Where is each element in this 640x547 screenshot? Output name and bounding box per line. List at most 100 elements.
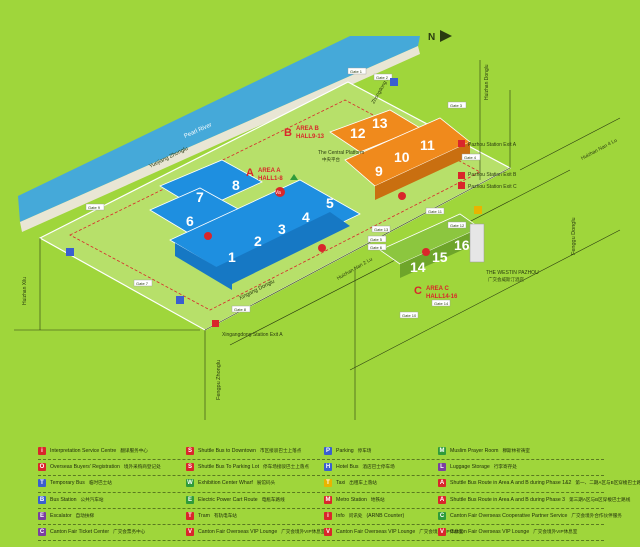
legend-label: Temporary Bus xyxy=(50,480,85,487)
legend-icon: B xyxy=(38,495,46,504)
gate-7: Gate 7 xyxy=(136,281,149,286)
legend-label: Shuttle Bus To Parking Lot xyxy=(198,464,260,471)
venue-map: Pearl River N Yuejiang Zhonglu Xingang D… xyxy=(14,30,621,420)
hall-numbers: 1 2 3 4 5 6 7 8 9 10 11 12 13 14 15 16 xyxy=(186,115,470,275)
station-pazhou-c: Pazhou Station Exit C xyxy=(468,184,517,190)
legend-label: Canton Fair Ticket Center xyxy=(50,529,110,535)
area-a-buildings xyxy=(149,159,361,290)
legend-label: Taxi xyxy=(336,480,346,487)
legend-separator xyxy=(38,491,604,493)
legend-label: Canton Fair Overseas VIP Lounge xyxy=(198,529,278,535)
hall-16: 16 xyxy=(454,237,470,253)
legend-label-cn: 广交会境外VIP休息室 xyxy=(281,529,326,534)
gate-10: Gate 10 xyxy=(402,313,417,318)
area-a-halls: HALL1-8 xyxy=(258,176,283,182)
gate-6: Gate 6 xyxy=(370,245,383,250)
hotel-label: THE WESTIN PAZHOU xyxy=(486,270,539,276)
pearl-river xyxy=(18,36,420,222)
hall-4: 4 xyxy=(302,209,310,225)
gate-11: Gate 11 xyxy=(428,209,443,214)
hall-1: 1 xyxy=(228,249,236,265)
legend-icon: A xyxy=(438,495,446,504)
legend-icon: E xyxy=(38,511,46,520)
road-huizhan-south: Huizhan Nan 4 Lu xyxy=(580,138,618,162)
hall-15: 15 xyxy=(432,249,448,265)
gates: Gate 1 Gate 2 Gate 3 Gate 4 Gate 5 Gate … xyxy=(85,67,481,319)
legend-label: Shuttle Bus to Downtown xyxy=(198,448,256,454)
compass-label: N xyxy=(428,32,435,43)
road-lines xyxy=(14,60,621,420)
legend-label: Electric Power Cart Route xyxy=(198,496,258,503)
road-ring-inner xyxy=(69,99,481,311)
legend-label-cn: 临时巴士站 xyxy=(88,480,112,486)
area-a-label: AREA A xyxy=(258,168,281,174)
bus-station-icon xyxy=(176,296,184,304)
legend-icon: O xyxy=(38,463,46,472)
legend-icon: L xyxy=(438,463,446,472)
legend-label: Muslim Prayer Room xyxy=(450,448,499,454)
legend-label-cn: 境外采购商登记处 xyxy=(123,464,161,470)
metro-icon xyxy=(212,320,219,327)
legend-label-cn: 公共汽车站 xyxy=(80,496,104,502)
legend-separator xyxy=(38,459,604,461)
legend-label: Canton Fair Overseas VIP Lounge xyxy=(336,529,416,535)
hall-14: 14 xyxy=(410,259,426,275)
area-a-letter: A xyxy=(246,167,254,179)
legend-label: Canton Fair Overseas VIP Lounge xyxy=(450,529,530,535)
legend-icon: V xyxy=(438,528,446,536)
legend-label-cn: 自动扶梯 xyxy=(75,512,95,518)
legend-icon: A xyxy=(438,479,446,488)
gate-5: Gate 5 xyxy=(370,237,383,242)
area-c-halls: HALL14-16 xyxy=(426,294,458,300)
legend-label-cn: 穆斯林祈祷室 xyxy=(502,448,531,453)
compass-arrow-icon xyxy=(440,30,452,42)
gate-3: Gate 3 xyxy=(450,103,463,108)
metro-icon xyxy=(458,140,465,147)
area-b-letter: B xyxy=(284,127,292,139)
prayer-room-icon xyxy=(290,174,298,180)
gate-8: Gate 8 xyxy=(234,307,247,312)
legend-icon: V xyxy=(186,528,194,536)
legend-label-cn: 第三期A区与B区穿梭巴士路线 xyxy=(569,496,631,502)
station-xingang-a: Xingangdong Station Exit A xyxy=(222,332,283,338)
legend-icon: T xyxy=(324,479,332,488)
info-icon xyxy=(398,192,406,200)
central-platform-cn: 中央平台 xyxy=(322,156,340,163)
legend-label: Exhibition Center Wharf xyxy=(198,480,253,487)
area-b-buildings xyxy=(329,109,471,200)
gate-2: Gate 2 xyxy=(376,75,389,80)
info-icon xyxy=(422,248,430,256)
legend-icon: C xyxy=(38,528,46,536)
hall-2: 2 xyxy=(254,233,262,249)
area-c-letter: C xyxy=(414,285,422,297)
legend-label-cn: 停车场接驳巴士上落点 xyxy=(263,464,309,470)
legend-label: Parking xyxy=(336,448,354,454)
legend-icon: S xyxy=(186,463,194,472)
legend-icon: E xyxy=(186,495,194,504)
legend-label-cn: 地铁站 xyxy=(370,496,385,502)
legend-label-cn: 酒店巴士停车场 xyxy=(362,464,395,470)
arnb-counter-label: (ARNB Counter) xyxy=(366,512,405,519)
road-huizhan-east: Huizhan Donglu xyxy=(484,64,490,100)
legend-separator xyxy=(38,524,604,525)
station-pazhou-b: Pazhou Station Exit B xyxy=(468,172,517,178)
road-huizhan-west: Huizhan Xilu xyxy=(22,277,28,305)
legend-label: Tram xyxy=(198,512,210,519)
hall-7: 7 xyxy=(196,189,204,205)
legend-label-cn: 翻译服务中心 xyxy=(120,448,148,453)
gate-4: Gate 4 xyxy=(464,155,477,160)
parking-icon xyxy=(390,78,398,86)
